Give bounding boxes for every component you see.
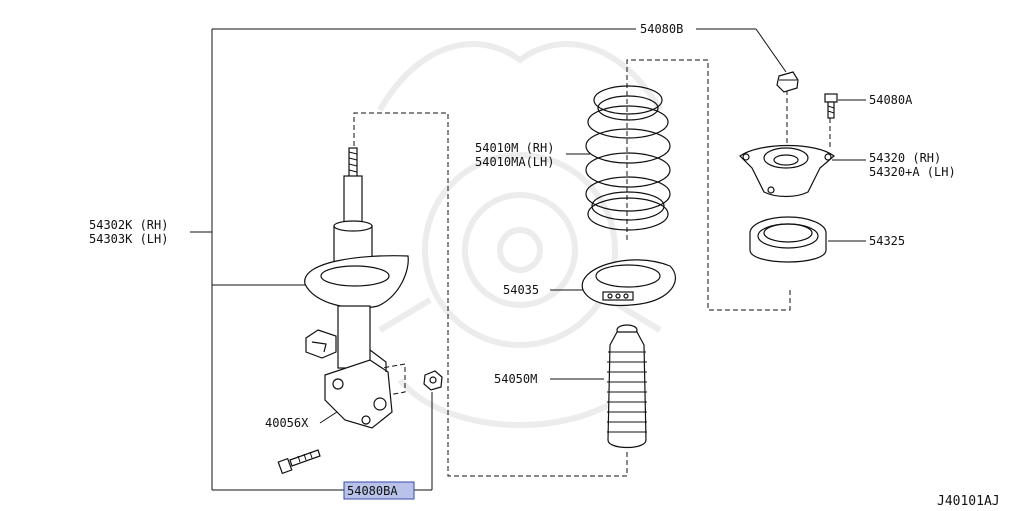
mount-bearing-drawing	[749, 216, 827, 263]
label-54035[interactable]: 54035	[503, 283, 539, 297]
strut-mount-drawing	[739, 144, 835, 198]
label-54302k[interactable]: 54302K (RH)	[89, 218, 168, 232]
diagram-reference-code: J40101AJ	[937, 494, 1000, 509]
leader-lines	[190, 28, 866, 491]
bolt-54080a-drawing	[824, 93, 838, 119]
spring-insulator-drawing	[581, 259, 676, 307]
nut-54080ba-drawing	[423, 370, 443, 391]
coil-spring-drawing	[585, 85, 671, 231]
nut-54080b-drawing	[776, 71, 799, 93]
strut-assembly-drawing	[304, 147, 409, 429]
label-54010m[interactable]: 54010M (RH)	[475, 141, 554, 155]
label-54080a[interactable]: 54080A	[869, 93, 913, 107]
label-54320a[interactable]: 54320+A (LH)	[869, 165, 956, 179]
bound-bumper-boot-drawing	[607, 324, 647, 449]
label-54080b[interactable]: 54080B	[640, 22, 683, 36]
bolt-40056x-drawing	[277, 449, 321, 475]
label-54010ma[interactable]: 54010MA(LH)	[475, 155, 554, 169]
label-40056x[interactable]: 40056X	[265, 416, 309, 430]
label-54050m[interactable]: 54050M	[494, 372, 537, 386]
label-54320[interactable]: 54320 (RH)	[869, 151, 941, 165]
watermark-emblem	[377, 41, 663, 428]
label-54325[interactable]: 54325	[869, 234, 905, 248]
label-54080ba[interactable]: 54080BA	[347, 484, 398, 498]
label-54303k[interactable]: 54303K (LH)	[89, 232, 168, 246]
highlight-54080ba	[343, 481, 415, 500]
